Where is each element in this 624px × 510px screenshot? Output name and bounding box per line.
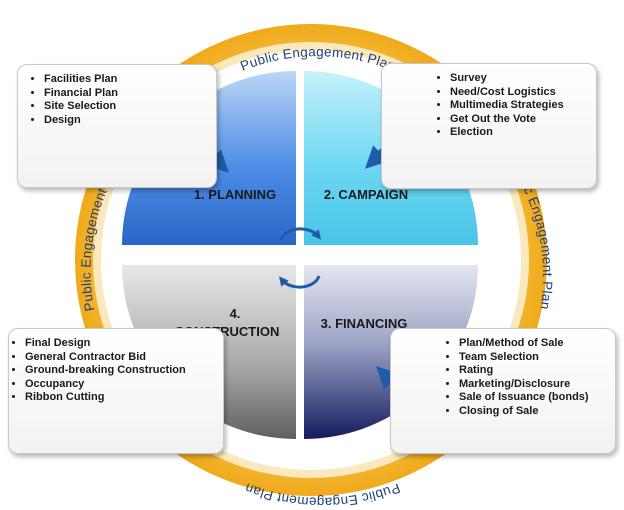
list-item: Multimedia Strategies: [450, 99, 588, 113]
list-item: Facilities Plan: [44, 73, 208, 87]
callout-box-financing: Plan/Method of SaleTeam SelectionRatingM…: [390, 328, 616, 454]
callout-box-campaign: SurveyNeed/Cost LogisticsMultimedia Stra…: [381, 63, 597, 189]
construction-task-list: Final DesignGeneral Contractor BidGround…: [23, 337, 215, 405]
quadrant-label-construction-number: 4.: [230, 306, 241, 321]
financing-task-list: Plan/Method of SaleTeam SelectionRatingM…: [405, 337, 607, 419]
callout-box-planning: Facilities PlanFinancial PlanSite Select…: [17, 64, 217, 188]
list-item: Marketing/Disclosure: [459, 378, 607, 392]
list-item: Final Design: [25, 337, 215, 351]
quadrant-label-planning: 1. PLANNING: [194, 187, 276, 202]
list-item: Ribbon Cutting: [25, 391, 215, 405]
list-item: Closing of Sale: [459, 405, 607, 419]
callout-box-construction: Final DesignGeneral Contractor BidGround…: [8, 328, 224, 454]
cycle-arrows-icon: [278, 227, 322, 289]
campaign-task-list: SurveyNeed/Cost LogisticsMultimedia Stra…: [396, 72, 588, 140]
list-item: Occupancy: [25, 378, 215, 392]
list-item: Need/Cost Logistics: [450, 86, 588, 100]
quadrant-label-campaign: 2. CAMPAIGN: [324, 187, 408, 202]
list-item: Sale of Issuance (bonds): [459, 391, 607, 405]
list-item: Team Selection: [459, 351, 607, 365]
list-item: Financial Plan: [44, 87, 208, 101]
list-item: Election: [450, 126, 588, 140]
list-item: Plan/Method of Sale: [459, 337, 607, 351]
list-item: Rating: [459, 364, 607, 378]
list-item: Site Selection: [44, 100, 208, 114]
quadrant-label-financing: 3. FINANCING: [321, 316, 408, 331]
list-item: General Contractor Bid: [25, 351, 215, 365]
list-item: Ground-breaking Construction: [25, 364, 215, 378]
list-item: Design: [44, 114, 208, 128]
list-item: Get Out the Vote: [450, 113, 588, 127]
list-item: Survey: [450, 72, 588, 86]
planning-task-list: Facilities PlanFinancial PlanSite Select…: [32, 73, 208, 127]
